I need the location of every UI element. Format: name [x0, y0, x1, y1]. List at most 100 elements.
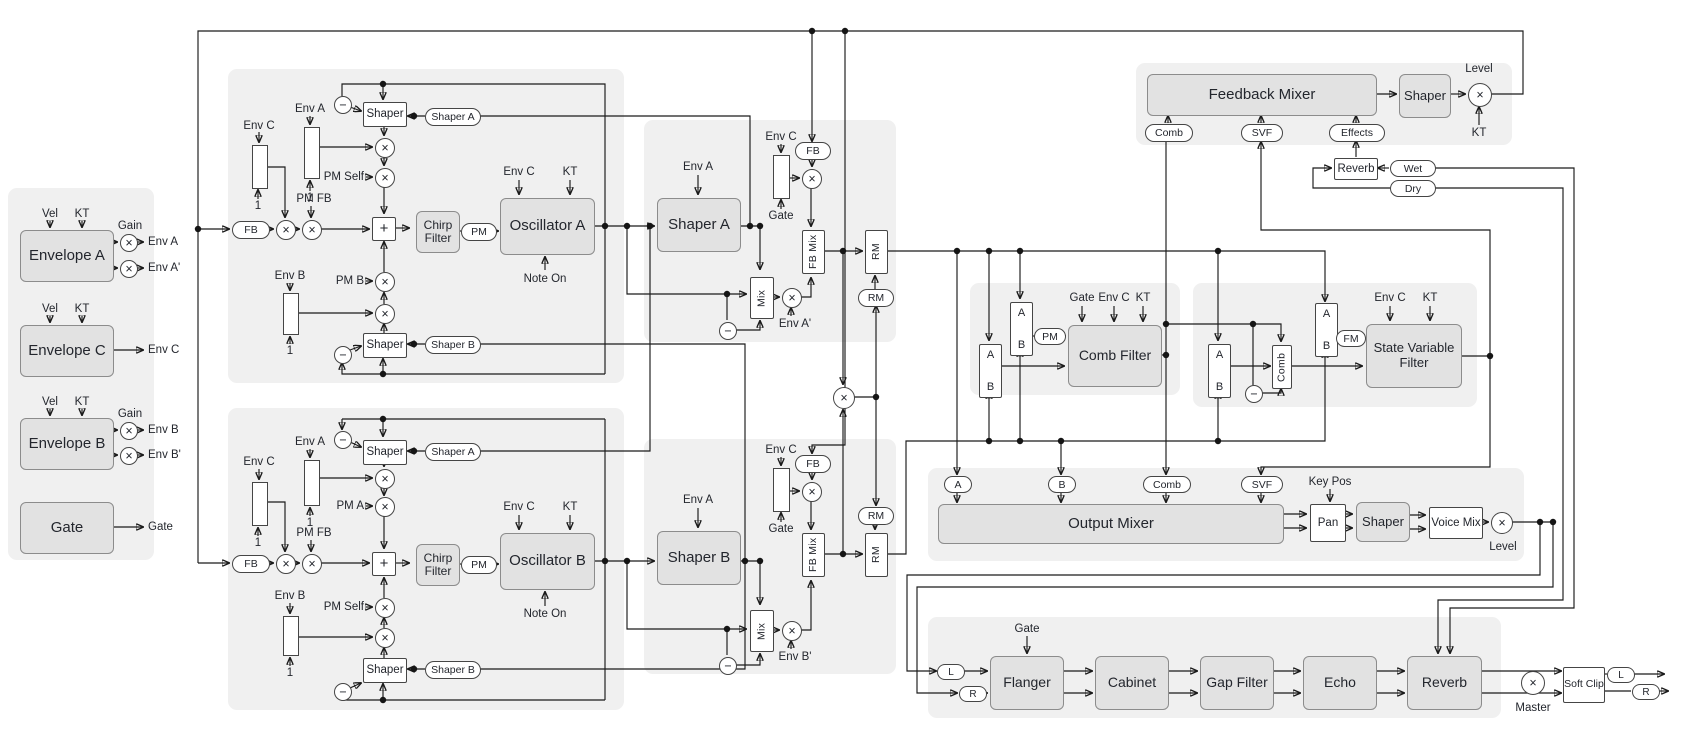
multiply-node: ×: [375, 598, 395, 618]
multiply-node: ×: [120, 422, 138, 440]
a-signal-oval: A: [944, 476, 972, 493]
shaper-module: Shaper: [1356, 502, 1410, 542]
level-label: Level: [1465, 63, 1493, 75]
multiply-node: ×: [276, 220, 296, 240]
ring-mod-multiply-node: ×: [833, 387, 855, 409]
multiply-node: ×: [802, 482, 822, 502]
svf-signal-oval: SVF: [1241, 476, 1283, 493]
env-c-gate-slider[interactable]: [773, 155, 790, 199]
multiply-node: ×: [375, 628, 395, 648]
r-out-oval: R: [1632, 684, 1660, 700]
gate-out-label: Gate: [148, 521, 173, 533]
multiply-node: ×: [375, 304, 395, 324]
fb-mix-box: FB Mix: [802, 533, 825, 577]
fb-signal-oval: FB: [795, 455, 831, 473]
multiply-node: ×: [375, 497, 395, 517]
shaper-a-signal-oval: Shaper A: [425, 108, 481, 126]
multiply-node: ×: [782, 288, 802, 308]
sum-node: +: [372, 552, 396, 576]
fm-signal-oval: FM: [1336, 330, 1366, 347]
svf-signal-oval: SVF: [1241, 124, 1283, 142]
env-c-label: Env C: [1374, 292, 1406, 304]
env-b-prime-label: Env B': [778, 651, 812, 663]
env-a-prime-label: Env A': [778, 318, 812, 330]
multiply-node: ×: [375, 138, 395, 158]
soft-clip-box: Soft Clip: [1563, 667, 1605, 703]
env-b-amount-slider[interactable]: [283, 616, 299, 656]
level-multiply-node: ×: [1491, 512, 1513, 534]
r-signal-oval: R: [959, 686, 987, 702]
rm-box: RM: [865, 533, 888, 577]
gate-label: Gate: [768, 210, 794, 222]
env-c-label: Env C: [503, 501, 535, 513]
pm-signal-oval: PM: [461, 223, 497, 241]
env-a-amount-slider[interactable]: [304, 127, 320, 179]
shaper-b-module: Shaper B: [657, 531, 741, 585]
shaper-a-module: Shaper A: [657, 198, 741, 252]
multiply-node: ×: [302, 554, 322, 574]
pm-signal-oval: PM: [461, 556, 497, 574]
env-c-label: Env C: [765, 444, 797, 456]
multiply-node: ×: [302, 220, 322, 240]
env-b-amount-slider[interactable]: [283, 293, 299, 335]
mix-box: Mix: [750, 610, 774, 652]
key-pos-label: Key Pos: [1308, 476, 1352, 488]
rm-signal-oval: RM: [858, 289, 894, 307]
pm-self-label: PM Self: [323, 601, 364, 613]
gap-filter-module: Gap Filter: [1200, 656, 1274, 710]
kt-label: KT: [74, 303, 90, 315]
fb-signal-oval: FB: [232, 555, 270, 573]
level-multiply-node: ×: [1468, 83, 1492, 107]
shaper-b-signal-oval: Shaper B: [425, 661, 481, 679]
env-c-amount-slider[interactable]: [252, 482, 268, 526]
shaper-b-signal-oval: Shaper B: [425, 336, 481, 354]
rm-signal-oval: RM: [858, 507, 894, 525]
env-c-label: Env C: [1098, 292, 1130, 304]
shaper-module: Shaper: [1399, 74, 1451, 118]
invert-node: −: [719, 322, 737, 340]
comb-box: Comb: [1272, 345, 1292, 389]
pm-b-label: PM B: [335, 275, 364, 287]
gate-label: Gate: [1069, 292, 1095, 304]
b-signal-oval: B: [1048, 476, 1076, 493]
kt-label: KT: [1471, 127, 1487, 139]
env-c-gate-slider[interactable]: [773, 468, 790, 512]
envelope-c-module: Envelope C: [20, 325, 114, 377]
sum-node: +: [372, 217, 396, 241]
comb-filter-module: Comb Filter: [1068, 325, 1162, 387]
multiply-node: ×: [120, 260, 138, 278]
output-mixer-module: Output Mixer: [938, 504, 1284, 544]
env-b-label: Env B: [274, 590, 306, 602]
multiply-node: ×: [120, 234, 138, 252]
envelope-b-module: Envelope B: [20, 418, 114, 470]
oscillator-b-module: Oscillator B: [500, 533, 595, 590]
shaper-box: Shaper: [363, 333, 407, 358]
level-label: Level: [1489, 541, 1517, 553]
pm-fb-label: PM FB: [296, 527, 332, 539]
env-c-amount-slider[interactable]: [252, 145, 268, 189]
env-a-amount-slider[interactable]: [304, 460, 320, 506]
env-b-label: Env B: [274, 270, 306, 282]
comb-signal-oval: Comb: [1143, 476, 1191, 493]
slider-one-label: 1: [306, 517, 314, 529]
fb-signal-oval: FB: [795, 142, 831, 160]
env-a-prime-out-label: Env A': [148, 262, 181, 274]
env-b-prime-out-label: Env B': [148, 449, 181, 461]
env-a-label: Env A: [294, 436, 326, 448]
gain-label: Gain: [117, 220, 143, 232]
comb-signal-oval: Comb: [1145, 124, 1193, 142]
vel-label: Vel: [42, 303, 58, 315]
multiply-node: ×: [120, 447, 138, 465]
invert-node: −: [334, 431, 352, 449]
kt-label: KT: [562, 166, 578, 178]
slider-one-label: 1: [286, 667, 294, 679]
kt-label: KT: [1422, 292, 1438, 304]
pm-self-label: PM Self: [323, 171, 364, 183]
fb-mix-box: FB Mix: [802, 230, 825, 274]
echo-module: Echo: [1303, 656, 1377, 710]
pm-fb-label: PM FB: [296, 193, 332, 205]
